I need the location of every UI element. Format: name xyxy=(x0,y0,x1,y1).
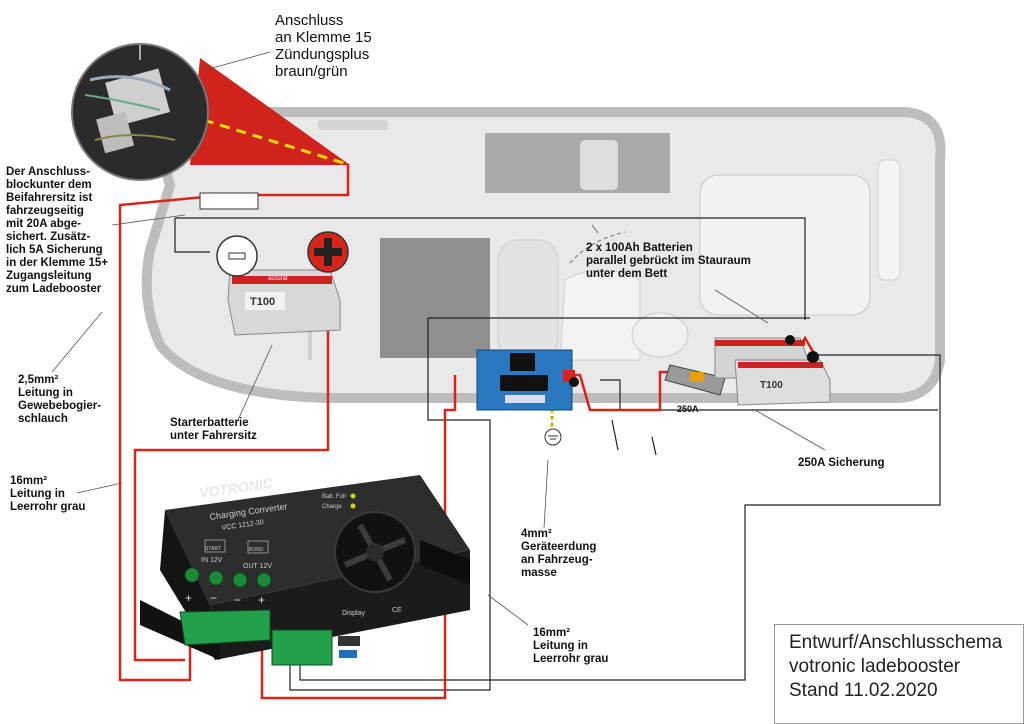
fuse-250-small-label: 250A xyxy=(677,404,699,414)
magnifier-cone xyxy=(190,58,350,165)
house-battery-2: T100 xyxy=(734,359,831,406)
booster-unit xyxy=(476,349,575,411)
batterien-label: 2 x 100Ah Batterien parallel gebrückt im… xyxy=(586,242,751,280)
title-block: Entwurf/Anschlusschema votronic ladeboos… xyxy=(774,624,1024,724)
svg-text:−: − xyxy=(210,591,217,605)
starterbatterie-label: Starterbatterie unter Fahrersitz xyxy=(170,417,257,442)
charger-out-label: OUT 12V xyxy=(243,563,272,570)
svg-text:accurat: accurat xyxy=(268,276,288,282)
in-plus-terminal xyxy=(184,567,200,583)
leitung-16-left-label: 16mm² Leitung in Leerrohr grau xyxy=(10,475,86,513)
title-line-2: votronic ladebooster xyxy=(789,656,961,677)
anschlussblock-label: Der Anschluss- blockunter dem Beifahrers… xyxy=(6,166,108,295)
leitung-16-right-label: 16mm² Leitung in Leerrohr grau xyxy=(533,627,609,665)
votronic-charger: VOTRONIC Charging Converter VCC 1212-30 … xyxy=(140,475,470,666)
svg-text:BORD: BORD xyxy=(249,547,264,553)
charger-ce-mark: CE xyxy=(392,607,402,614)
negative-wires xyxy=(174,217,941,691)
led-charge xyxy=(350,503,356,509)
plus-terminal-icon xyxy=(307,231,349,273)
inline-fuse-20a xyxy=(199,192,259,210)
svg-text:+: + xyxy=(185,591,192,605)
charger-display-label: Display xyxy=(342,610,365,617)
connector-photo xyxy=(71,43,209,181)
starter-battery-model: T100 xyxy=(250,296,275,308)
battery-terminal-dot-1 xyxy=(785,335,795,345)
in-minus-terminal xyxy=(208,570,224,586)
led-batt-full xyxy=(350,493,356,499)
booster-terminal-dot xyxy=(569,377,579,387)
house-battery-model: T100 xyxy=(760,380,783,391)
title-line-3: Stand 11.02.2020 xyxy=(789,680,938,701)
svg-text:START: START xyxy=(205,546,221,552)
charger-in-label: IN 12V xyxy=(201,557,223,564)
out-plus-terminal xyxy=(256,572,272,588)
geraeteerdung-label: 4mm² Geräteerdung an Fahrzeug- masse xyxy=(521,528,597,579)
out-minus-terminal xyxy=(232,572,248,588)
sicherung-250-label: 250A Sicherung xyxy=(798,457,885,469)
starter-battery: T100 accurat xyxy=(227,269,341,336)
svg-text:+: + xyxy=(258,593,265,607)
leitung-2-5-label: 2,5mm² Leitung in Gewebebogier- schlauch xyxy=(18,374,102,425)
fuse-250a xyxy=(664,364,726,396)
battery-terminal-dot-2 xyxy=(807,351,819,363)
leader-lines xyxy=(51,51,826,626)
led-batt-full-label: Batt. Full xyxy=(322,494,346,500)
title-line-1: Entwurf/Anschlusschema xyxy=(789,632,1003,653)
ground-symbol-icon xyxy=(544,428,562,446)
signal-terminal-block xyxy=(271,629,333,666)
led-charge-label: Charge xyxy=(322,504,342,510)
minus-terminal-icon xyxy=(216,235,258,277)
vehicle-outline xyxy=(141,107,946,403)
svg-text:−: − xyxy=(234,593,241,607)
klemme15-label: Anschluss an Klemme 15 Zündungsplus brau… xyxy=(275,12,372,80)
